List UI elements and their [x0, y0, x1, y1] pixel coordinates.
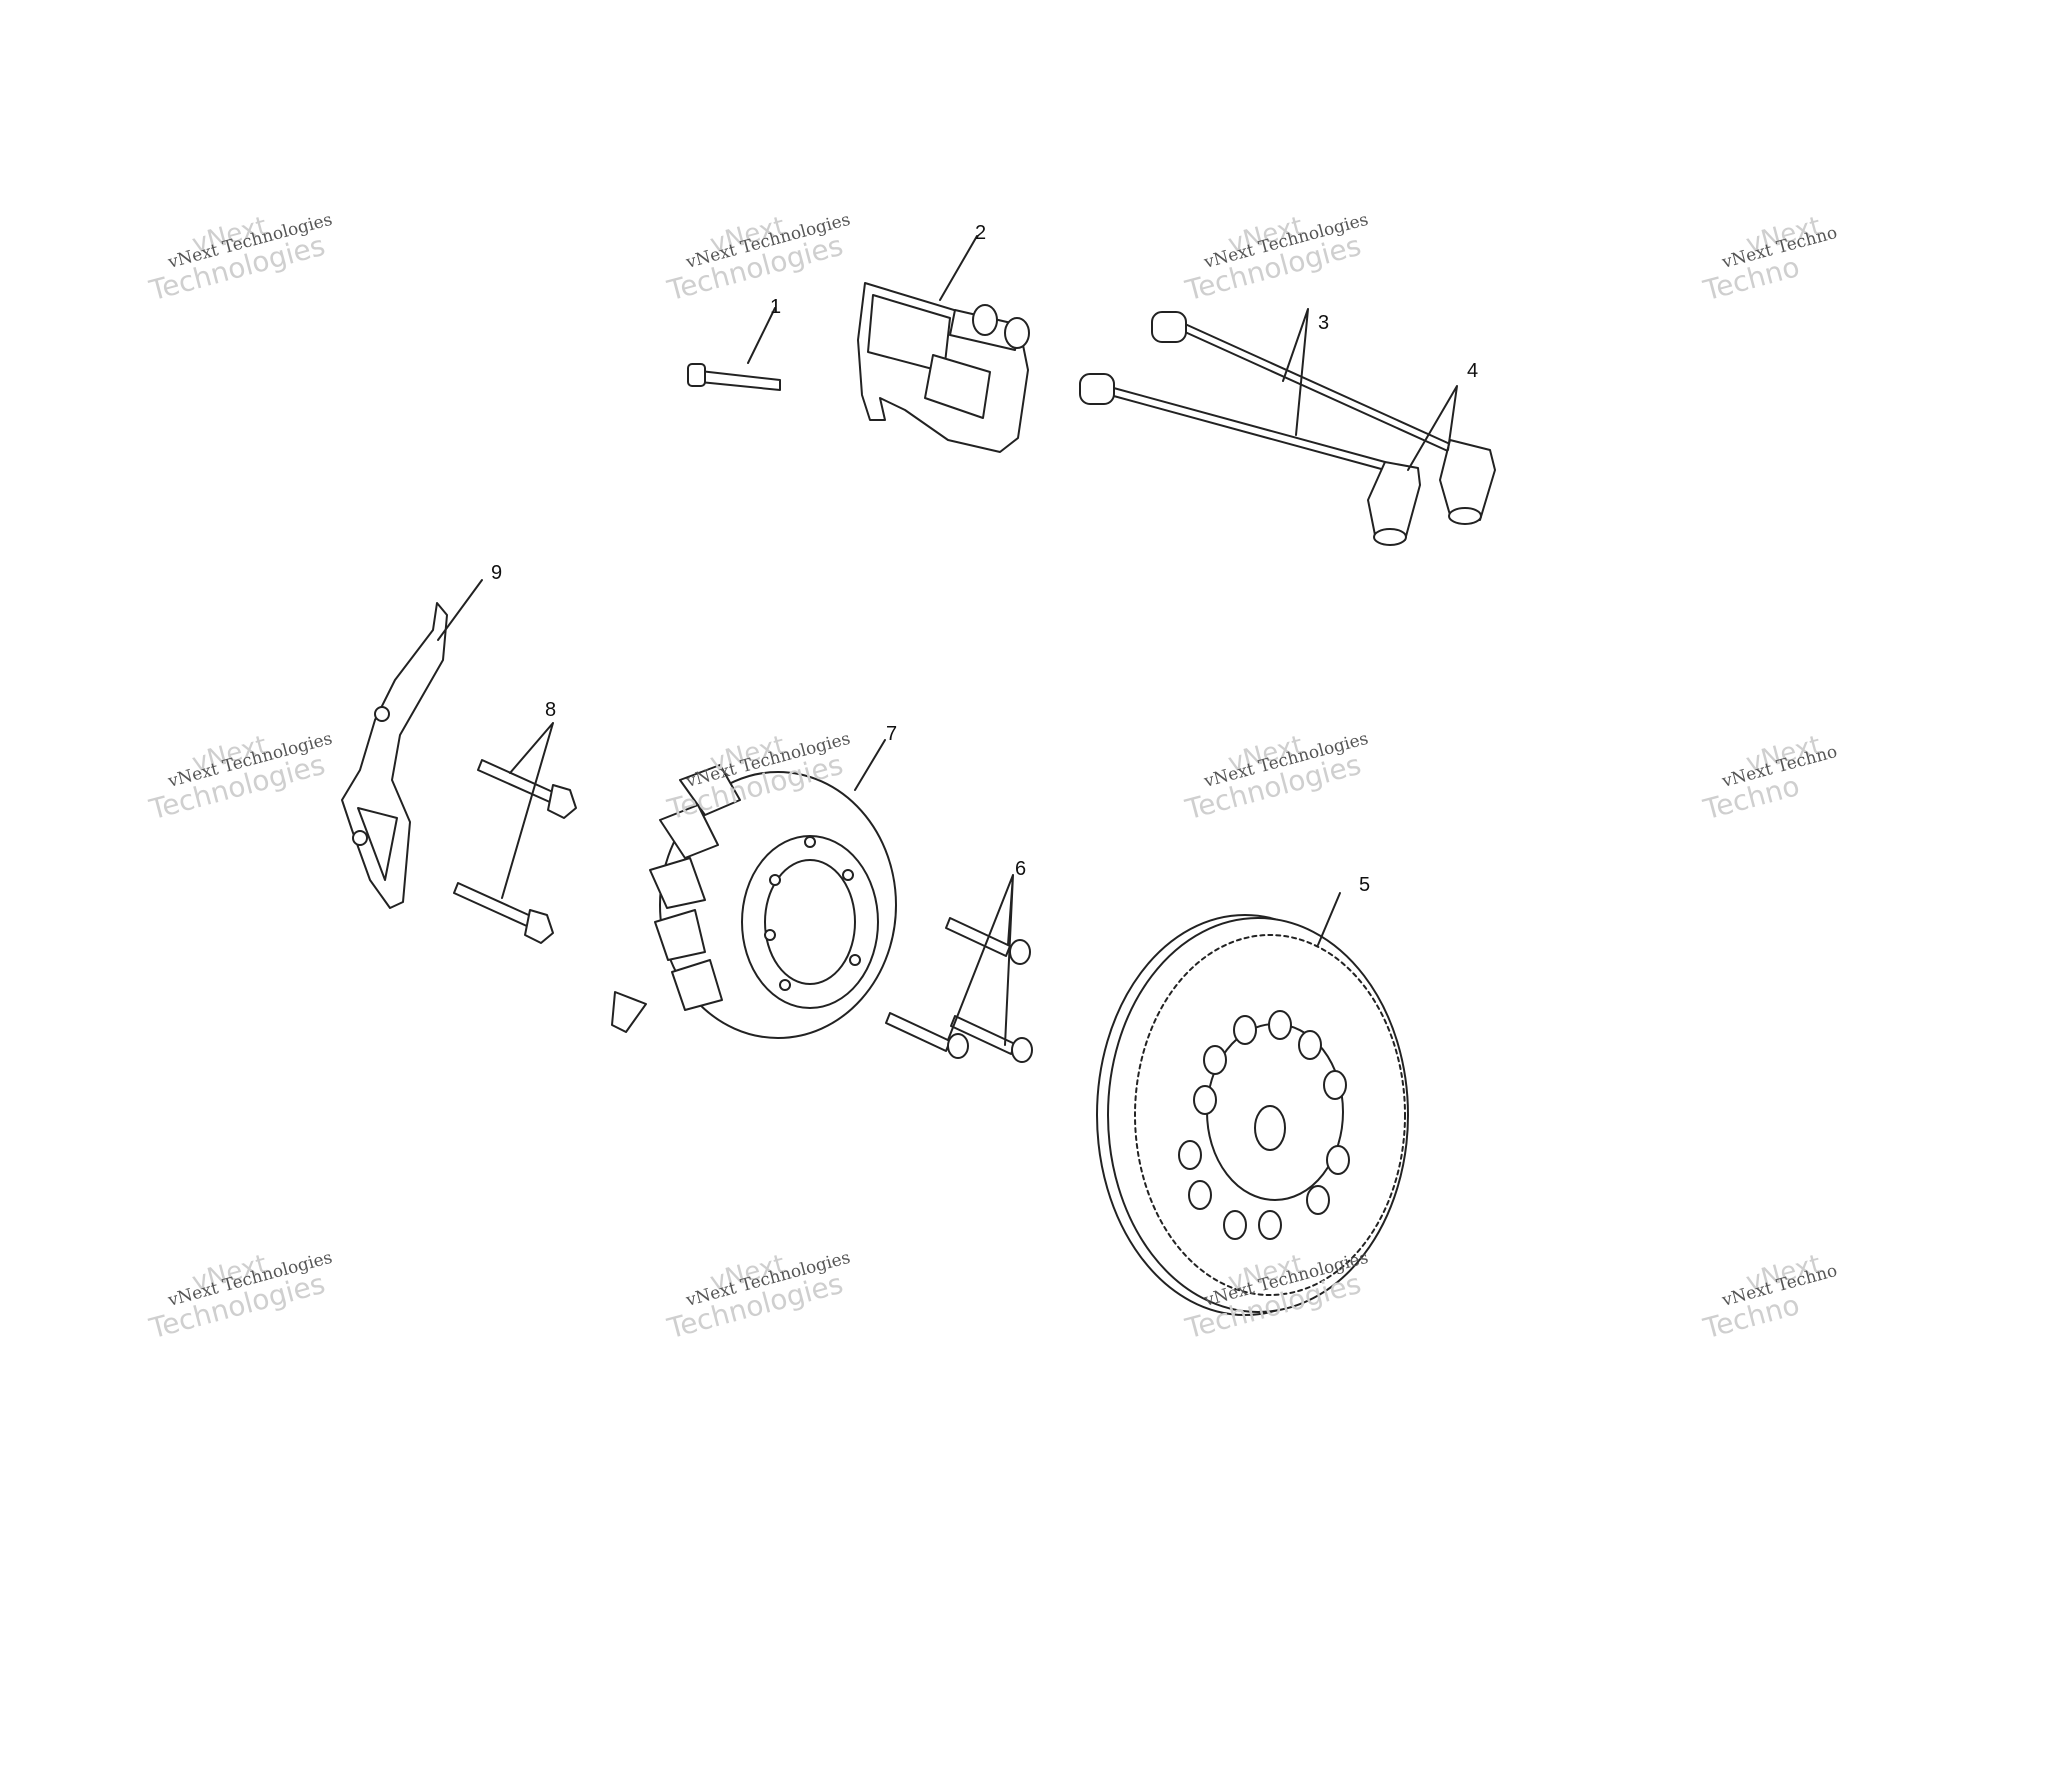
leader-lines — [437, 235, 1458, 1046]
callout-3: 3 — [1318, 312, 1330, 334]
part-9-bracket — [341, 602, 448, 909]
part-8-bolts — [453, 759, 577, 944]
callout-4: 4 — [1467, 360, 1479, 382]
callout-6: 6 — [1015, 858, 1027, 880]
part-1-bolt — [687, 363, 781, 391]
callout-8: 8 — [545, 699, 557, 721]
part-5-flywheel — [1096, 914, 1409, 1316]
part-6-bolts — [885, 917, 1033, 1063]
part-7-stator — [611, 764, 897, 1039]
callout-9: 9 — [491, 562, 503, 584]
callout-7: 7 — [886, 723, 898, 745]
part-2-ignition-coil — [857, 282, 1030, 453]
callout-5: 5 — [1359, 874, 1371, 896]
callout-1: 1 — [770, 296, 782, 318]
part-3-spark-plug-leads — [1079, 311, 1451, 471]
callout-2: 2 — [975, 222, 987, 244]
part-4-spark-plug-caps — [1367, 439, 1496, 546]
